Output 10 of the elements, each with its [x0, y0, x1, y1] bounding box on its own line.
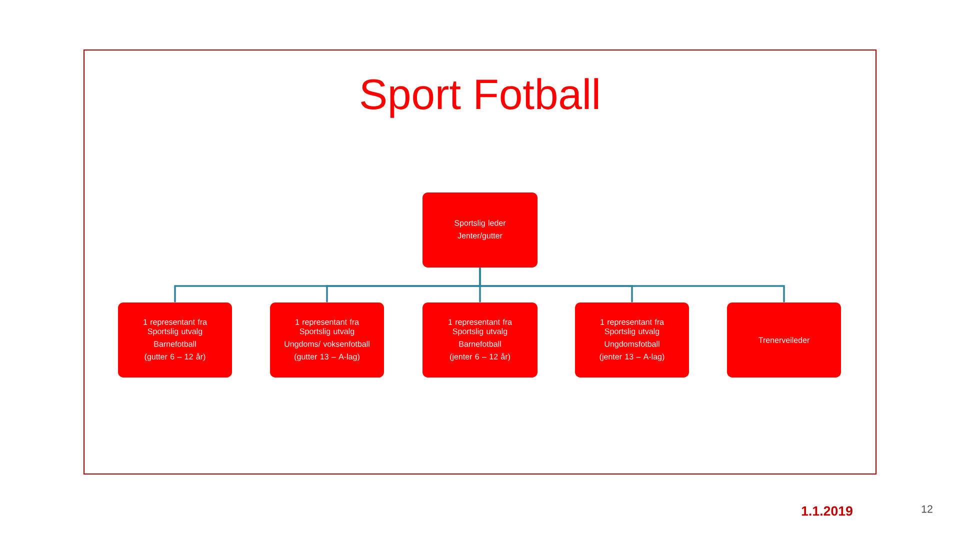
org-box: 1 representant fra Sportslig utvalg Ungdoms/ voksenfotball (gutter 13 – A-lag)	[270, 302, 384, 378]
connector-line	[479, 268, 785, 302]
org-box: 1 representant fra Sportslig utvalg Ungdomsfotball (jenter 13 – A-lag)	[575, 302, 689, 378]
date-label: 1.1.2019	[802, 506, 852, 516]
org-box: 1 representant fra Sportslig utvalg Barnefotball (jenter 6 – 12 år)	[422, 302, 538, 378]
org-box: 1 representant fra Sportslig utvalg Barnefotball (gutter 6 – 12 år)	[118, 302, 232, 378]
page-number: 12	[922, 505, 932, 513]
org-box: Trenerveileder	[727, 302, 841, 378]
title: Sport Fotball	[361, 78, 598, 118]
org-box: Sportslig leder Jenter/gutter	[422, 192, 538, 268]
